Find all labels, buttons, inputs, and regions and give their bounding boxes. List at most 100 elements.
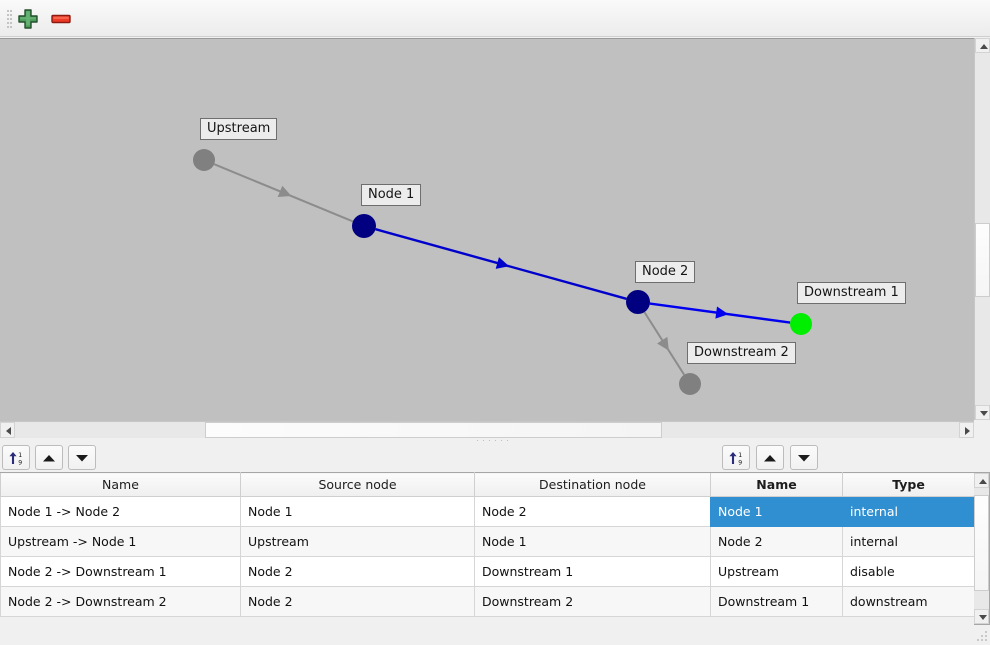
minus-icon [51, 14, 71, 24]
node-table-cell-type[interactable]: downstream [842, 586, 975, 617]
canvas-horizontal-scrollbar[interactable] [0, 421, 974, 438]
remove-node-button[interactable] [48, 6, 74, 32]
node-table-cell-name[interactable]: Node 2 [710, 526, 843, 557]
edge-table-column-header-2[interactable]: Destination node [474, 472, 711, 497]
edge-arrow-node2-downstream1 [715, 306, 729, 319]
edge-move-up-button[interactable] [35, 445, 63, 470]
node-table-vertical-scrollbar[interactable] [974, 472, 990, 625]
triangle-up-icon [43, 454, 55, 461]
node-move-up-button[interactable] [756, 445, 784, 470]
node-panel-toolbar: 1 9 [710, 443, 990, 472]
edge-table-cell-source[interactable]: Node 1 [240, 496, 475, 527]
triangle-down-icon [979, 411, 988, 416]
triangle-right-icon [965, 426, 970, 435]
node-sort-button[interactable]: 1 9 [722, 445, 750, 470]
graph-node-upstream[interactable] [193, 149, 215, 171]
graph-node-node2[interactable] [626, 290, 650, 314]
add-node-button[interactable] [15, 6, 41, 32]
node-scroll-down-button[interactable] [974, 609, 989, 624]
node-table-cell-type[interactable]: internal [842, 526, 975, 557]
node-table-cell-type[interactable]: disable [842, 556, 975, 587]
sort-ascending-icon: 1 9 [729, 451, 742, 466]
triangle-left-icon [6, 426, 11, 435]
node-table-cell-name[interactable]: Node 1 [710, 496, 843, 527]
graph-node-downstream2[interactable] [679, 373, 701, 395]
splitter-grip [477, 440, 513, 443]
edge-table-cell-name[interactable]: Upstream -> Node 1 [0, 526, 241, 557]
svg-text:9: 9 [18, 459, 22, 466]
edge-move-down-button[interactable] [68, 445, 96, 470]
canvas-vertical-scrollbar[interactable] [974, 38, 990, 420]
node-scroll-up-button[interactable] [974, 473, 989, 488]
scrollbar-corner [974, 420, 990, 438]
graph-node-label-upstream[interactable]: Upstream [200, 118, 278, 140]
svg-text:1: 1 [18, 452, 22, 459]
node-move-down-button[interactable] [790, 445, 818, 470]
triangle-up-icon [978, 479, 987, 484]
edge-table-cell-name[interactable]: Node 2 -> Downstream 2 [0, 586, 241, 617]
edge-table-cell-source[interactable]: Upstream [240, 526, 475, 557]
edge-table-cell-destination[interactable]: Node 1 [474, 526, 711, 557]
edge-table-cell-name[interactable]: Node 1 -> Node 2 [0, 496, 241, 527]
canvas-vscroll-thumb[interactable] [975, 223, 990, 297]
canvas-hscroll-thumb[interactable] [205, 422, 662, 438]
triangle-down-icon [76, 454, 88, 461]
edge-table-cell-name[interactable]: Node 2 -> Downstream 1 [0, 556, 241, 587]
edge-sort-button[interactable]: 1 9 [2, 445, 30, 470]
scroll-up-button[interactable] [975, 38, 990, 53]
scroll-right-button[interactable] [959, 422, 974, 438]
graph-node-label-downstream1[interactable]: Downstream 1 [797, 282, 906, 304]
graph-node-label-downstream2[interactable]: Downstream 2 [687, 342, 796, 364]
graph-node-node1[interactable] [352, 214, 376, 238]
edge-table-cell-destination[interactable]: Downstream 1 [474, 556, 711, 587]
triangle-up-icon [979, 44, 988, 49]
graph-node-label-node2[interactable]: Node 2 [635, 261, 696, 283]
node-table-column-header-0[interactable]: Name [710, 472, 843, 497]
node-table-cell-type[interactable]: internal [842, 496, 975, 527]
triangle-down-icon [798, 454, 810, 461]
node-vscroll-thumb[interactable] [974, 495, 989, 591]
node-table-cell-name[interactable]: Downstream 1 [710, 586, 843, 617]
edge-table-column-header-1[interactable]: Source node [240, 472, 475, 497]
window-resize-grip[interactable] [976, 631, 988, 643]
edge-table-cell-destination[interactable]: Node 2 [474, 496, 711, 527]
edge-arrow-node2-downstream2 [657, 336, 669, 351]
node-table-cell-name[interactable]: Upstream [710, 556, 843, 587]
graph-node-label-node1[interactable]: Node 1 [361, 184, 422, 206]
graph-node-downstream1[interactable] [790, 313, 812, 335]
node-table-column-header-1[interactable]: Type [842, 472, 975, 497]
scroll-left-button[interactable] [0, 422, 15, 438]
scroll-down-button[interactable] [975, 405, 990, 420]
edge-arrow-node1-node2 [495, 257, 510, 269]
edge-table-cell-source[interactable]: Node 2 [240, 556, 475, 587]
plus-icon [18, 9, 38, 29]
toolbar-drag-grip[interactable] [7, 10, 12, 28]
svg-text:9: 9 [738, 459, 742, 466]
edge-table-column-header-0[interactable]: Name [0, 472, 241, 497]
edge-table-cell-destination[interactable]: Downstream 2 [474, 586, 711, 617]
horizontal-splitter[interactable] [0, 438, 990, 444]
sort-ascending-icon: 1 9 [9, 451, 22, 466]
main-toolbar [0, 0, 990, 37]
graph-drawing[interactable] [0, 39, 974, 431]
edge-table-cell-source[interactable]: Node 2 [240, 586, 475, 617]
triangle-down-icon [978, 615, 987, 620]
